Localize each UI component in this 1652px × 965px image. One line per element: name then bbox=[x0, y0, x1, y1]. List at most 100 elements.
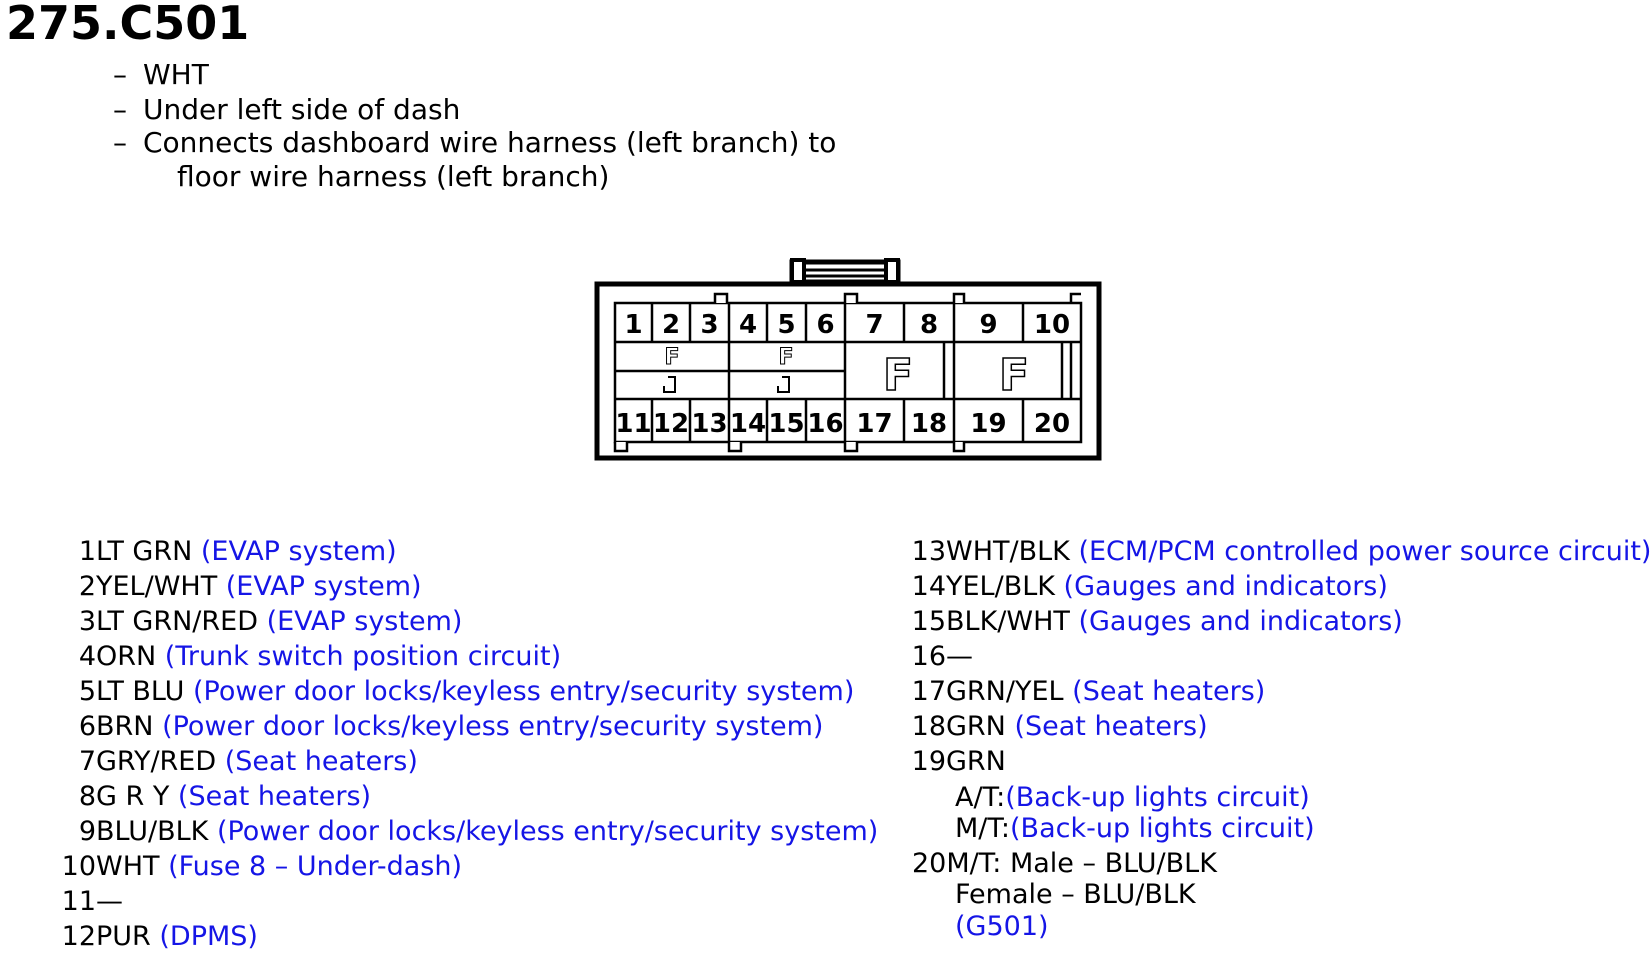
pin-20-ground-line: (G501) bbox=[955, 912, 1049, 942]
circuit-link[interactable]: (Seat heaters) bbox=[216, 746, 418, 777]
pin-wire-info: Female – BLU/BLK bbox=[955, 879, 1196, 910]
circuit-link[interactable]: (ECM/PCM controlled power source circuit… bbox=[1069, 536, 1652, 567]
circuit-link[interactable]: (Back-up lights circuit) bbox=[1010, 813, 1315, 844]
pin19-mt-line: M/T:(Back-up lights circuit) bbox=[955, 814, 1315, 844]
wire-color: LT BLU bbox=[96, 676, 185, 707]
pin19-at-line: A/T:(Back-up lights circuit) bbox=[955, 783, 1310, 813]
cavity-label-6: 6 bbox=[816, 310, 834, 340]
circuit-link[interactable]: (Power door locks/keyless entry/security… bbox=[153, 711, 824, 742]
circuit-link[interactable]: (Back-up lights circuit) bbox=[1005, 782, 1310, 813]
pin-number: 19 bbox=[911, 746, 946, 777]
circuit-link[interactable]: (DPMS) bbox=[150, 921, 258, 952]
pin-number: 13 bbox=[911, 536, 946, 567]
cavity-label-4: 4 bbox=[739, 310, 757, 340]
bottom-pin-dividers bbox=[650, 399, 1025, 442]
circuit-link[interactable]: (Gauges and indicators) bbox=[1069, 606, 1403, 637]
pin-wire-info: M/T: Male – BLU/BLK bbox=[946, 848, 1217, 879]
bullet-dash: – bbox=[113, 126, 127, 159]
cavity-label-10: 10 bbox=[1034, 310, 1070, 340]
pin-number: 6 bbox=[78, 711, 96, 742]
wire-color: ORN bbox=[96, 641, 157, 672]
wire-color: LT GRN bbox=[96, 536, 193, 567]
lock-glyph-large: F bbox=[999, 350, 1029, 401]
pin-number: 20 bbox=[912, 848, 947, 879]
wire-color: BLU/BLK bbox=[96, 816, 209, 847]
pin-12-row: 12PUR (DPMS) bbox=[62, 920, 258, 954]
bullet-dash: – bbox=[113, 93, 127, 126]
pin-number: 2 bbox=[78, 571, 96, 602]
description-connection-cont: floor wire harness (left branch) bbox=[177, 160, 609, 194]
pin-13-row: 13WHT/BLK (ECM/PCM controlled power sour… bbox=[912, 535, 1652, 569]
description-color: –WHT bbox=[113, 58, 209, 92]
pin-18-row: 18GRN (Seat heaters) bbox=[912, 710, 1208, 744]
circuit-link[interactable]: (Seat heaters) bbox=[169, 781, 372, 812]
pin-9-row: 9BLU/BLK (Power door locks/keyless entry… bbox=[79, 815, 879, 849]
cavity-label-11: 11 bbox=[615, 409, 651, 439]
pin-number: 16 bbox=[911, 641, 946, 672]
wire-color: PUR bbox=[96, 921, 151, 952]
wire-color: GRY/RED bbox=[96, 746, 217, 777]
pin-17-row: 17GRN/YEL (Seat heaters) bbox=[912, 675, 1266, 709]
pin-number: 5 bbox=[78, 676, 96, 707]
wire-color: WHT/BLK bbox=[946, 536, 1070, 567]
description-location: –Under left side of dash bbox=[113, 93, 460, 127]
pin-number: 8 bbox=[78, 781, 96, 812]
pin-8-row: 8G R Y (Seat heaters) bbox=[79, 780, 371, 814]
circuit-link[interactable]: (Seat heaters) bbox=[1005, 711, 1208, 742]
pin-number: 15 bbox=[911, 606, 946, 637]
transmission-label: M/T: bbox=[955, 813, 1011, 844]
cavity-label-2: 2 bbox=[662, 310, 680, 340]
pin-2-row: 2YEL/WHT (EVAP system) bbox=[79, 570, 422, 604]
pin-19-row: 19GRN bbox=[912, 745, 1006, 779]
wire-color: GRN bbox=[946, 746, 1006, 777]
description-text: WHT bbox=[143, 58, 209, 91]
cavity-label-15: 15 bbox=[768, 409, 804, 439]
cavity-label-9: 9 bbox=[979, 310, 997, 340]
pin-3-row: 3LT GRN/RED (EVAP system) bbox=[79, 605, 463, 639]
cavity-label-3: 3 bbox=[700, 310, 718, 340]
circuit-link[interactable]: (Power door locks/keyless entry/security… bbox=[184, 676, 855, 707]
cavity-label-20: 20 bbox=[1034, 409, 1070, 439]
wire-color: WHT bbox=[96, 851, 160, 882]
circuit-link[interactable]: (EVAP system) bbox=[258, 606, 463, 637]
circuit-link[interactable]: (Trunk switch position circuit) bbox=[156, 641, 562, 672]
pin-11-row: 11— bbox=[62, 885, 123, 919]
lock-glyph-small: F bbox=[778, 345, 793, 370]
circuit-link[interactable]: (Fuse 8 – Under-dash) bbox=[159, 851, 463, 882]
cavity-label-14: 14 bbox=[730, 409, 766, 439]
wire-color: BRN bbox=[96, 711, 154, 742]
circuit-link[interactable]: (Seat heaters) bbox=[1063, 676, 1266, 707]
pin-7-row: 7GRY/RED (Seat heaters) bbox=[79, 745, 418, 779]
description-connection: –Connects dashboard wire harness (left b… bbox=[113, 126, 836, 160]
pin-20-female-line: Female – BLU/BLK bbox=[955, 880, 1196, 910]
pin-14-row: 14YEL/BLK (Gauges and indicators) bbox=[912, 570, 1388, 604]
circuit-link[interactable]: (Gauges and indicators) bbox=[1054, 571, 1388, 602]
circuit-link[interactable]: (EVAP system) bbox=[217, 571, 422, 602]
pin-16-row: 16— bbox=[912, 640, 973, 674]
transmission-label: A/T: bbox=[955, 782, 1006, 813]
pin-number: 18 bbox=[911, 711, 946, 742]
connector-title: 275.C501 bbox=[6, 0, 250, 50]
wire-color: YEL/BLK bbox=[946, 571, 1055, 602]
wire-color: — bbox=[946, 641, 973, 672]
pin-number: 4 bbox=[78, 641, 96, 672]
wire-color: GRN/YEL bbox=[946, 676, 1064, 707]
wire-color: G R Y bbox=[96, 781, 170, 812]
cavity-label-19: 19 bbox=[970, 409, 1006, 439]
ground-link[interactable]: (G501) bbox=[955, 911, 1049, 942]
pin-number: 11 bbox=[61, 886, 96, 917]
bullet-dash: – bbox=[113, 58, 127, 91]
cavity-label-5: 5 bbox=[777, 310, 795, 340]
pin-10-row: 10WHT (Fuse 8 – Under-dash) bbox=[62, 850, 462, 884]
pin-number: 10 bbox=[61, 851, 96, 882]
cavity-label-16: 16 bbox=[807, 409, 843, 439]
circuit-link[interactable]: (EVAP system) bbox=[192, 536, 397, 567]
lock-glyph-small: F bbox=[664, 345, 679, 370]
circuit-link[interactable]: (Power door locks/keyless entry/security… bbox=[208, 816, 879, 847]
cavity-label-17: 17 bbox=[856, 409, 892, 439]
pin-number: 3 bbox=[78, 606, 96, 637]
pin-number: 7 bbox=[78, 746, 96, 777]
wire-color: YEL/WHT bbox=[96, 571, 218, 602]
